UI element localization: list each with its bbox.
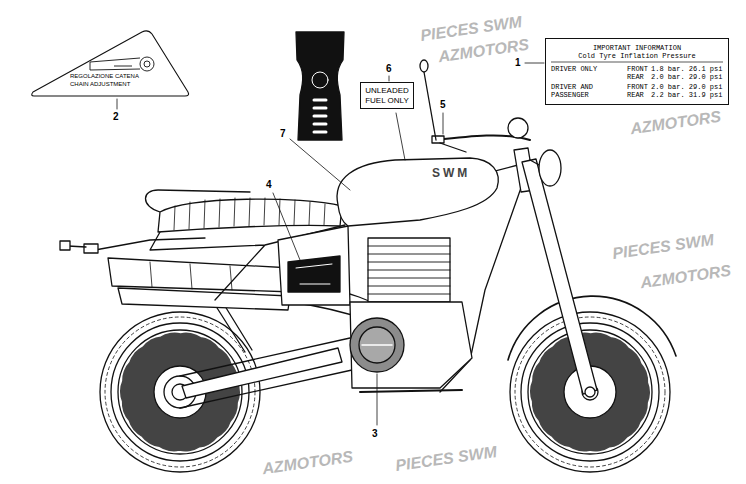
turn-signal [60, 241, 70, 250]
divider-rule [551, 62, 723, 63]
decal-text: FRONT [627, 83, 648, 91]
callout-number: 7 [280, 128, 286, 139]
brake-lever [440, 143, 466, 152]
decal-text: CHAIN ADJUSTMENT [70, 81, 130, 88]
decal-text: IMPORTANT INFORMATION [593, 44, 681, 52]
tail-light [84, 244, 98, 253]
turn-signal-stalk [68, 246, 86, 247]
tyre-pressure-decal: IMPORTANT INFORMATIONCold Tyre Inflation… [545, 38, 729, 105]
callout-number: 6 [386, 63, 392, 74]
decal-shape [28, 26, 193, 100]
leader-line [396, 113, 405, 160]
decal-text: REAR [627, 73, 644, 81]
front-tread [515, 317, 665, 467]
speedometer [508, 118, 528, 138]
front-tyre [510, 312, 670, 472]
adjuster-axle [144, 61, 150, 67]
callout-number: 3 [372, 428, 378, 439]
decal-text: 2.2 bar. 31.9 psi [651, 91, 722, 99]
leader-line [290, 139, 350, 190]
mirror-stem [424, 72, 436, 140]
heat-shield [150, 262, 232, 290]
adjuster-wheel [140, 57, 154, 71]
watermark: PIECES SWM [611, 231, 715, 263]
decal-text: DRIVER ONLY [551, 65, 597, 73]
chain [180, 338, 352, 408]
leader-line [525, 63, 544, 64]
leader-line [443, 113, 444, 134]
decal-text: REGOLAZIONE CATENA [70, 73, 139, 80]
swingarm-sketch [90, 58, 140, 70]
front-rim [528, 330, 652, 454]
rear-rim [118, 330, 242, 454]
callout-number: 1 [515, 57, 521, 68]
callout-number: 2 [113, 111, 119, 122]
leader-line [273, 193, 300, 260]
decal-text: Cold Tyre Inflation Pressure [578, 52, 696, 60]
decal-outline [32, 31, 189, 96]
bash-plate [360, 390, 462, 392]
engine-cover-decal [350, 318, 404, 372]
cylinder [368, 238, 450, 302]
decal-text: 1.8 bar. 26.1 psi [651, 65, 722, 73]
tank-pad-bars [314, 100, 326, 132]
engine-cover-inner [359, 327, 395, 363]
cooling-fins [368, 246, 450, 294]
front-fender [508, 296, 676, 360]
swingarm [182, 348, 342, 398]
rear-tyre [100, 312, 260, 472]
seat-quilting [174, 198, 325, 230]
decal-text: DRIVER AND PASSENGER [551, 83, 595, 99]
leader-line [377, 374, 378, 425]
grip [432, 136, 444, 143]
fuel-decal: UNLEADED FUEL ONLY [360, 82, 414, 109]
decal-text: FRONT [627, 65, 648, 73]
callout-number: 4 [266, 179, 272, 190]
side-panel [278, 226, 350, 305]
decal-text: 2.0 bar. 29.0 psi [651, 73, 722, 81]
headlight [539, 150, 561, 186]
lower-muffler [118, 288, 290, 310]
callout-number: 5 [440, 99, 446, 110]
upper-muffler [108, 258, 294, 292]
side-panel-decal [288, 256, 340, 292]
front-axle [585, 387, 595, 397]
watermark: AZMOTORS [629, 108, 722, 139]
tank-pad-emblem [312, 72, 328, 88]
watermark: AZMOTORS [639, 262, 732, 293]
leader-line [389, 76, 390, 81]
decal-text: UNLEADED FUEL ONLY [364, 86, 410, 105]
mirror [420, 60, 428, 72]
watermark: AZMOTORS [261, 448, 354, 479]
rear-tread [105, 317, 255, 467]
leader-line [117, 99, 118, 109]
engine-cover-stripe [362, 344, 392, 346]
fuel-tank [337, 158, 498, 226]
watermark: PIECES SWM [394, 443, 498, 475]
crankcase [350, 302, 472, 388]
chain-adjustment-decal: REGOLAZIONE CATENACHAIN ADJUSTMENT [28, 26, 193, 100]
rear-tyre-wall [111, 323, 249, 461]
front-fork [522, 159, 597, 394]
adjuster-bolt [114, 66, 132, 67]
side-panel-decal-stripes [296, 264, 332, 284]
decal-text: REAR [627, 91, 644, 99]
tank-pad-decal [296, 32, 344, 140]
tank-logo: SWM [432, 166, 470, 180]
front-tyre-wall [521, 323, 659, 461]
decal-text: 2.0 bar. 29.0 psi [651, 83, 722, 91]
